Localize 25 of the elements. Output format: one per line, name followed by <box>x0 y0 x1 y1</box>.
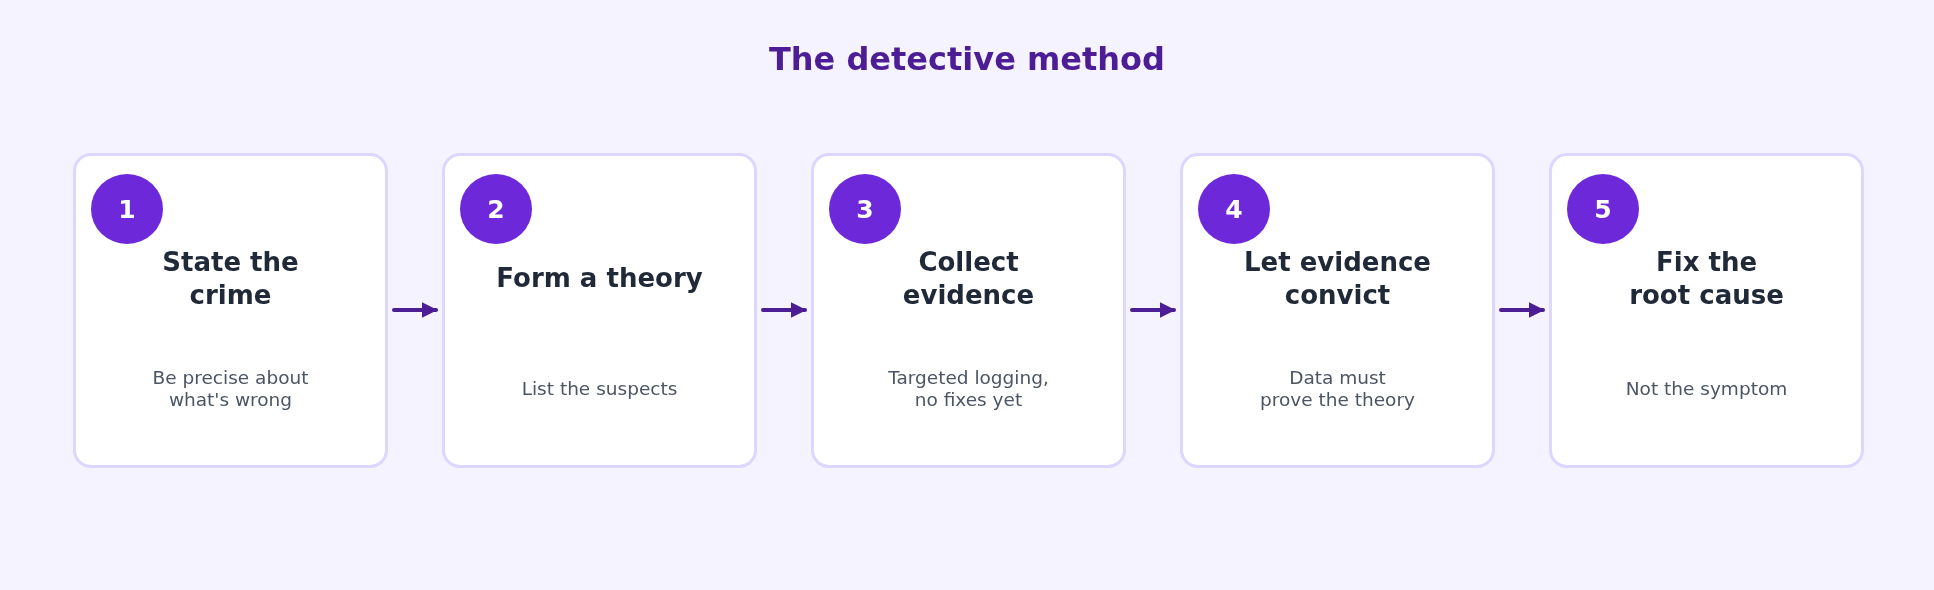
step-description: Targeted logging, no fixes yet <box>887 366 1050 412</box>
step-card <box>1549 153 1864 468</box>
step-description: Be precise about what's wrong <box>151 366 310 412</box>
arrow <box>392 302 438 318</box>
arrow <box>1130 302 1176 318</box>
step-number: 4 <box>1198 174 1270 244</box>
step-heading: Collect evidence <box>901 245 1036 311</box>
step-number: 5 <box>1567 174 1639 244</box>
step-number: 3 <box>829 174 901 244</box>
step-card <box>73 153 388 468</box>
diagram-title: The detective method <box>768 40 1166 78</box>
step-heading: Let evidence convict <box>1243 245 1432 311</box>
step-number: 2 <box>460 174 532 244</box>
step-number: 1 <box>91 174 163 244</box>
arrow <box>1499 302 1545 318</box>
arrow <box>761 302 807 318</box>
step-heading: Fix the root cause <box>1628 245 1785 311</box>
step-description: List the suspects <box>520 377 679 401</box>
step-description: Data must prove the theory <box>1259 366 1416 412</box>
step-card <box>442 153 757 468</box>
step-heading: Form a theory <box>495 261 704 295</box>
step-description: Not the symptom <box>1624 377 1789 401</box>
step-card <box>811 153 1126 468</box>
step-card <box>1180 153 1495 468</box>
step-heading: State the crime <box>161 245 300 311</box>
